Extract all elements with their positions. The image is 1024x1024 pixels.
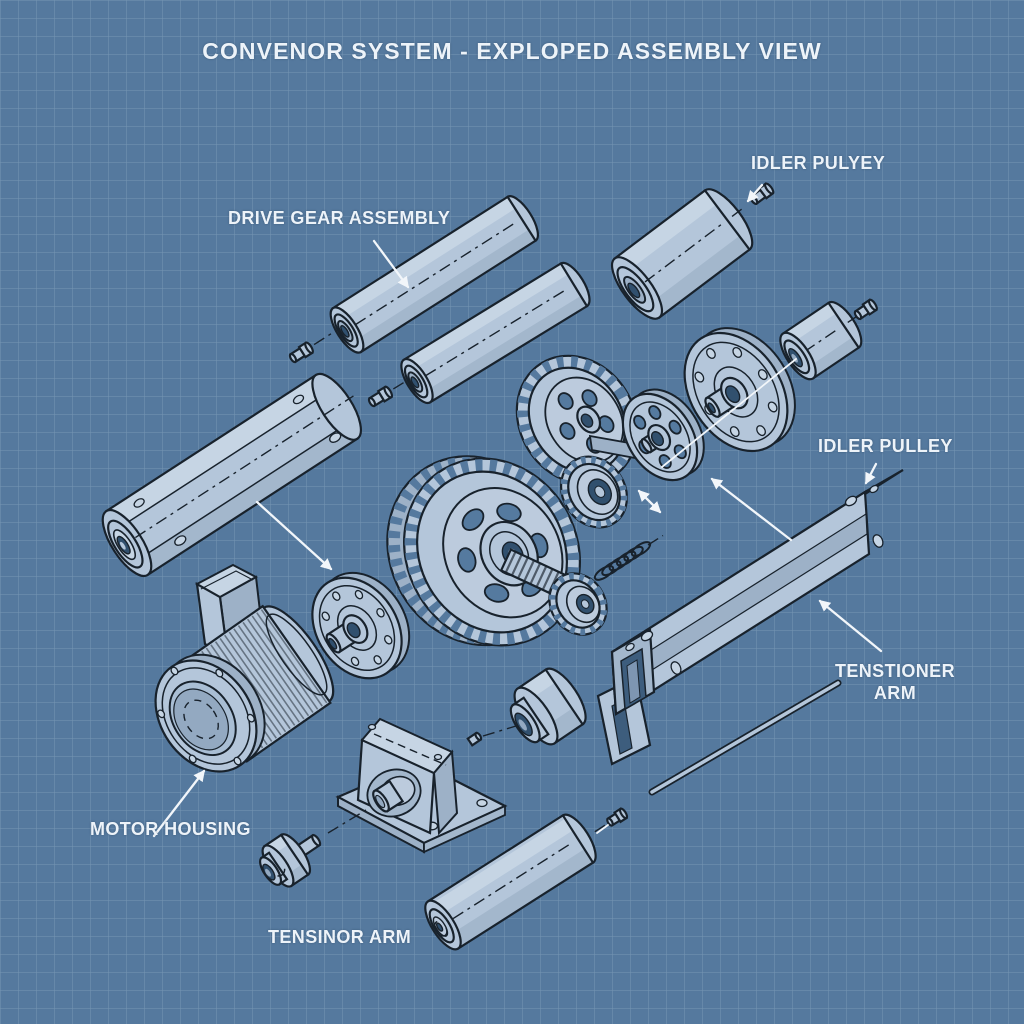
label-motor-housing: MOTOR HOUSING [90, 819, 251, 839]
label-tensioner-arm-right: TENSTIONER ARM [834, 661, 956, 704]
part-tension-rod [648, 679, 842, 796]
part-bottom-roller [424, 813, 597, 951]
part-bearing-flange [311, 571, 411, 680]
label-drive-gear-assembly: DRIVE GEAR ASSEMBLY [228, 208, 451, 228]
part-roller-tube-2 [400, 261, 591, 405]
part-idler-roller-top [610, 188, 754, 320]
label-idler-pulley-right: IDLER PULLEY [818, 436, 953, 456]
label-tensioner-arm-bottom: TENSINOR ARM [268, 927, 412, 947]
part-flange-disc-large [683, 327, 796, 453]
label-idler-pulley-top: IDLER PULYEY [751, 153, 886, 173]
part-gear-small [560, 455, 628, 529]
part-motor-flange [154, 653, 266, 773]
part-main-gear [386, 455, 581, 647]
part-small-pulley [258, 833, 322, 888]
part-motor-body [177, 604, 335, 763]
part-bearing-wheel [509, 667, 587, 746]
drawing-title: CONVENOR SYSTEM - EXPLOPED ASSEMBLY VIEW [202, 38, 822, 64]
part-pin-idler-small [853, 298, 878, 321]
part-idler-pulley-small [779, 300, 864, 381]
part-tensioner-rail [596, 469, 904, 766]
part-drive-roller-bar [101, 372, 362, 577]
label-tensioner-arm-right-line2: ARM [873, 682, 917, 703]
part-pin-tube2 [367, 378, 410, 408]
part-spring [593, 534, 664, 581]
label-tensioner-arm-right-line1: TENSTIONER [834, 661, 955, 681]
part-pillow-block [327, 717, 517, 854]
part-roller-tube-1 [329, 195, 540, 354]
part-pin-bottom-roller [594, 807, 629, 833]
part-pinion-gear [548, 572, 608, 636]
part-pin-tube1 [288, 329, 338, 364]
part-flange-disc-medium [621, 388, 705, 482]
leader-lines [152, 183, 883, 838]
